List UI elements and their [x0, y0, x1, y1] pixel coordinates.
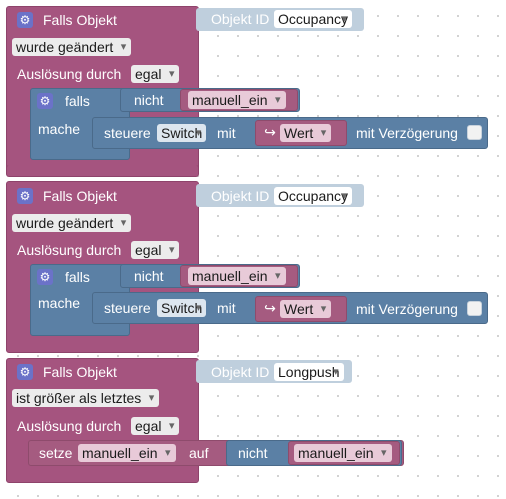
trigger-label: Auslösung durch: [17, 66, 122, 82]
gear-icon[interactable]: ⚙: [17, 188, 33, 204]
do-label: mache: [38, 295, 81, 311]
if-label: falls: [65, 93, 90, 109]
set-variable-dropdown[interactable]: manuell_ein: [78, 444, 176, 462]
event-block-1-footer: [6, 165, 199, 177]
gear-icon[interactable]: ⚙: [17, 364, 33, 380]
to-label: auf: [189, 445, 209, 461]
trigger-dropdown[interactable]: egal: [131, 65, 180, 83]
gear-icon[interactable]: ⚙: [17, 12, 33, 28]
variable-dropdown[interactable]: manuell_ein: [188, 267, 286, 285]
object-id-label: Objekt ID: [211, 188, 270, 204]
value-dropdown[interactable]: Wert: [280, 124, 332, 142]
return-arrow-icon: ↪: [264, 300, 276, 316]
not-label: nicht: [238, 445, 268, 461]
variable-dropdown[interactable]: manuell_ein: [188, 91, 286, 109]
not-label: nicht: [134, 92, 164, 108]
event-label: Falls Objekt: [43, 188, 117, 204]
delay-label: mit Verzögerung: [356, 125, 458, 141]
object-id-value[interactable]: Occupancy: [274, 187, 353, 205]
condition-dropdown[interactable]: ist größer als letztes: [12, 389, 160, 407]
with-label: mit: [217, 300, 236, 316]
object-id-value[interactable]: Occupancy: [274, 10, 353, 28]
delay-checkbox[interactable]: [467, 125, 482, 140]
trigger-dropdown[interactable]: egal: [131, 417, 180, 435]
variable-dropdown[interactable]: manuell_ein: [294, 444, 392, 462]
device-field[interactable]: Switch: [157, 299, 207, 317]
do-label: mache: [38, 121, 81, 137]
condition-dropdown[interactable]: wurde geändert: [12, 38, 132, 56]
event-label: Falls Objekt: [43, 364, 117, 380]
trigger-label: Auslösung durch: [17, 418, 122, 434]
trigger-dropdown[interactable]: egal: [131, 241, 180, 259]
gear-icon[interactable]: ⚙: [37, 93, 53, 109]
control-label: steuere: [104, 125, 151, 141]
delay-checkbox[interactable]: [467, 301, 482, 316]
event-label: Falls Objekt: [43, 12, 117, 28]
with-label: mit: [217, 125, 236, 141]
control-label: steuere: [104, 300, 151, 316]
delay-label: mit Verzögerung: [356, 301, 458, 317]
set-label: setze: [39, 445, 73, 461]
object-id-label: Objekt ID: [211, 11, 270, 27]
if-label: falls: [65, 269, 90, 285]
object-id-value[interactable]: Longpush: [274, 363, 344, 381]
gear-icon[interactable]: ⚙: [37, 269, 53, 285]
value-dropdown[interactable]: Wert: [280, 300, 332, 318]
return-arrow-icon: ↪: [264, 124, 276, 140]
condition-dropdown[interactable]: wurde geändert: [12, 214, 132, 232]
object-id-label: Objekt ID: [211, 364, 270, 380]
device-field[interactable]: Switch: [157, 124, 207, 142]
trigger-label: Auslösung durch: [17, 242, 122, 258]
not-label: nicht: [134, 268, 164, 284]
